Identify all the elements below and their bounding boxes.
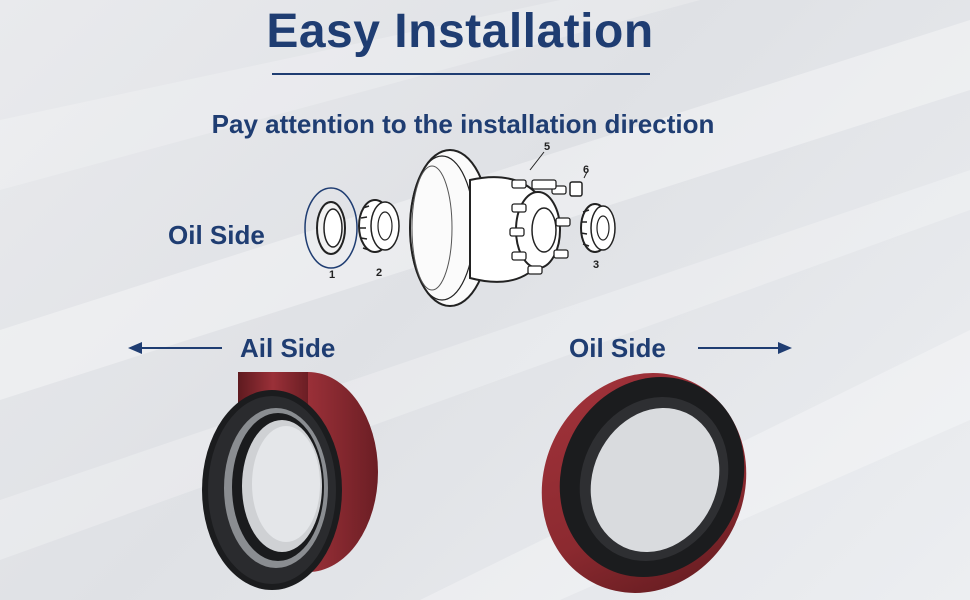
highlight-circle xyxy=(304,187,358,269)
part-number: 1 xyxy=(329,269,335,281)
part-number: 3 xyxy=(593,259,599,271)
page-title: Easy Installation xyxy=(266,5,654,58)
diagram-oil-side-label: Oil Side xyxy=(168,220,265,250)
ail-side-label: Ail Side xyxy=(240,333,336,363)
hub-exploded-diagram: 1 2 3 5 6 xyxy=(304,141,616,307)
nut-part xyxy=(569,181,583,197)
part-number: 2 xyxy=(376,267,382,279)
oil-seal-oil-side-photo xyxy=(541,373,747,593)
oil-seal-ail-side-photo xyxy=(202,372,378,590)
arrow-left-icon xyxy=(128,342,222,354)
title-divider xyxy=(272,73,650,75)
part-number: 5 xyxy=(544,141,550,153)
arrow-right-icon xyxy=(698,342,792,354)
oil-side-label: Oil Side xyxy=(569,333,666,363)
part-number: 6 xyxy=(583,164,589,176)
installation-subtitle: Pay attention to the installation direct… xyxy=(211,109,715,139)
